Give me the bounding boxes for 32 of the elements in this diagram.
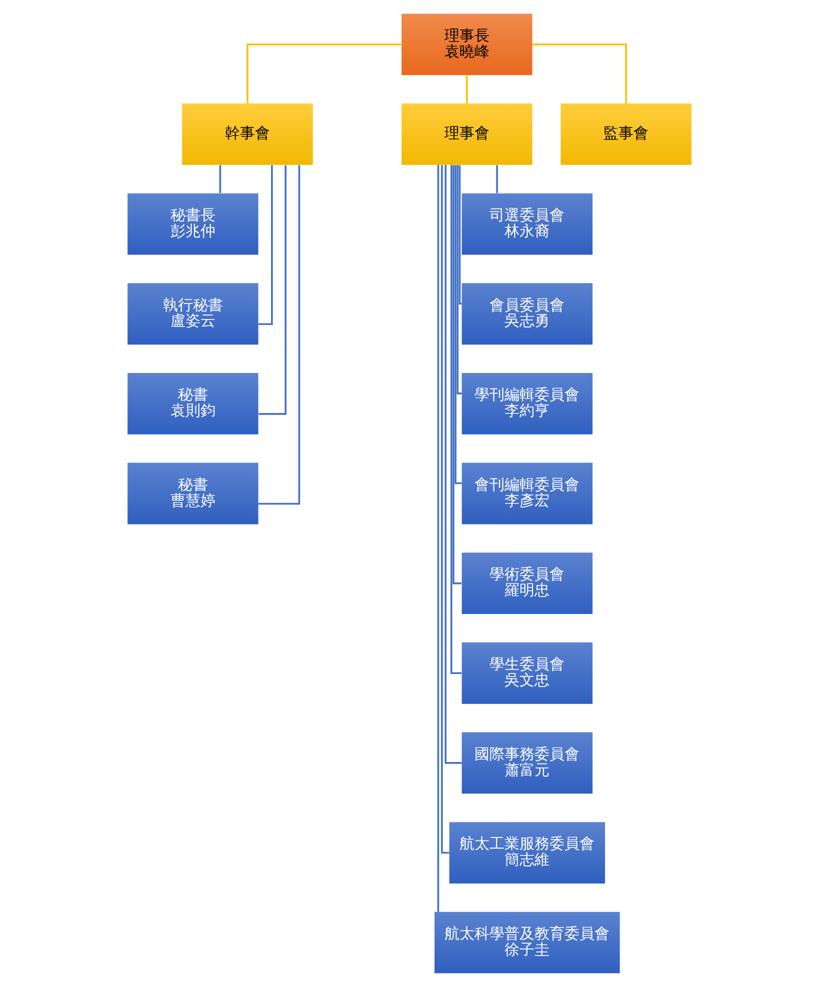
node-box: 會刊編輯委員會 李彥宏: [461, 462, 592, 524]
connector: [452, 164, 461, 584]
node-box: 秘書 袁則鈞: [127, 372, 258, 434]
node-box: 學生委員會 吳文忠: [461, 642, 592, 704]
connector: [218, 164, 221, 193]
connector: [444, 164, 462, 764]
node-box: 國際事務委員會 蕭富元: [461, 732, 592, 794]
node-box: 理事長 袁曉峰: [401, 13, 532, 75]
node-box: 航太科學普及教育委員會 徐子圭: [434, 911, 620, 973]
node-box: 幹事會: [182, 103, 312, 164]
connector: [454, 164, 462, 484]
node-box: 司選委員會 林永裔: [461, 192, 592, 254]
node-box: 學術委員會 羅明忠: [461, 552, 592, 614]
connector: [456, 164, 462, 394]
node-box: 秘書 曹慧婷: [127, 462, 258, 524]
connector: [458, 164, 462, 304]
connector: [246, 43, 401, 103]
connector: [440, 164, 449, 854]
node-box: 會員委員會 吳志勇: [461, 282, 592, 344]
node-box: 監事會: [560, 103, 691, 164]
node-box: 學刊編輯委員會 李約亨: [461, 372, 592, 434]
node-box: 執行秘書 盧姿云: [127, 282, 258, 344]
node-box: 航太工業服務委員會 簡志維: [448, 822, 605, 883]
connector: [258, 164, 286, 414]
node-box: 理事會: [401, 103, 532, 164]
connector: [258, 164, 300, 504]
connector: [466, 74, 468, 103]
connector: [436, 164, 439, 912]
connector: [496, 164, 498, 193]
connector: [450, 164, 462, 674]
node-box: 秘書長 彭兆仲: [127, 192, 258, 254]
connector: [532, 43, 626, 103]
